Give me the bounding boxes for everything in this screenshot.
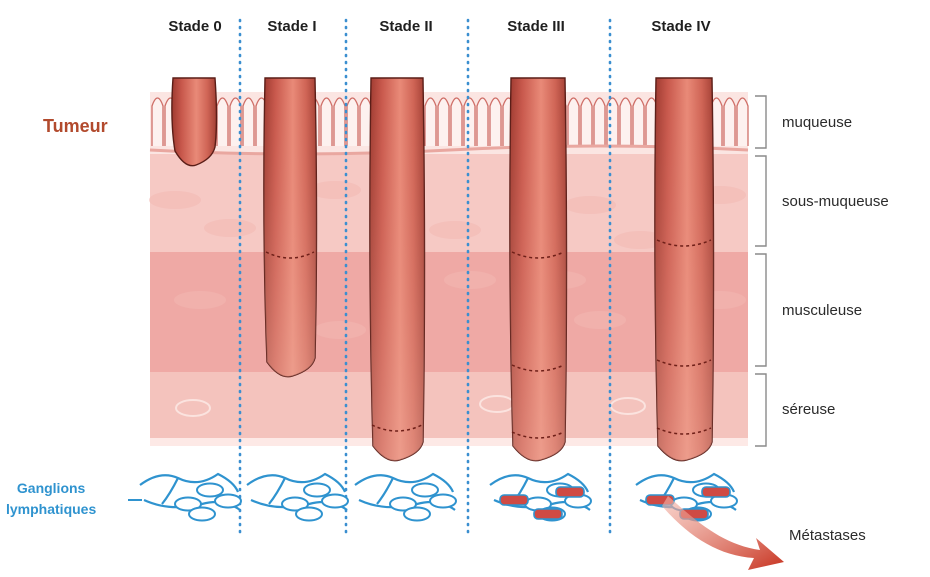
lymph-node: [304, 484, 330, 497]
tumor-stage-4: [655, 78, 714, 461]
villus: [477, 98, 488, 146]
lymph-group-2: [355, 474, 456, 521]
layer-brackets: [755, 96, 766, 446]
layer-bracket: [755, 254, 766, 366]
lymph-node: [197, 484, 223, 497]
layer-bracket: [755, 96, 766, 148]
lymph-group-1: [247, 474, 348, 521]
lymph-node: [404, 508, 430, 521]
villus: [581, 98, 592, 146]
layer-label-mucosa: muqueuse: [782, 114, 852, 131]
lymph-node: [215, 495, 241, 508]
affected-lymph-node: [534, 509, 562, 519]
lymph-nodes-label: Ganglions lymphatiques: [6, 478, 96, 520]
tissue-fiber: [429, 221, 481, 239]
layer-label-muscularis: musculeuse: [782, 302, 862, 319]
stage-label-3: Stade III: [507, 18, 565, 35]
stage-label-1: Stade I: [267, 18, 316, 35]
lymph-node: [322, 495, 348, 508]
villus: [464, 98, 475, 146]
villus: [620, 98, 631, 146]
tissue-fiber: [149, 191, 201, 209]
villus: [490, 98, 501, 146]
villus: [217, 98, 228, 146]
villus: [425, 98, 436, 146]
lymph-vessel: [377, 478, 393, 504]
villus: [334, 98, 345, 146]
lymph-node: [430, 495, 456, 508]
layer-label-serosa: séreuse: [782, 401, 835, 418]
villus: [243, 98, 254, 146]
villus: [451, 98, 462, 146]
tumor-stage-2: [370, 78, 425, 461]
metastases-label: Métastases: [789, 527, 866, 544]
stage-label-2: Stade II: [379, 18, 432, 35]
villus: [737, 98, 748, 146]
villus: [607, 98, 618, 146]
tumor-stage-0: [172, 78, 217, 166]
lymph-node: [296, 508, 322, 521]
affected-lymph-node: [556, 487, 584, 497]
lymph-vessel: [269, 478, 285, 504]
tissue-fiber: [174, 291, 226, 309]
layer-bracket: [755, 156, 766, 246]
lymph-node: [189, 508, 215, 521]
tumor-tip-highlight: [510, 78, 567, 461]
layer-bracket: [755, 374, 766, 446]
villus: [321, 98, 332, 146]
affected-lymph-node: [500, 495, 528, 505]
stage-label-4: Stade IV: [651, 18, 710, 35]
lymph-vessel: [162, 478, 178, 504]
villus: [438, 98, 449, 146]
lymph-node-groups: [128, 474, 737, 521]
tissue-fiber: [204, 219, 256, 237]
villus: [568, 98, 579, 146]
tumor-tip-highlight: [264, 78, 317, 377]
tissue-fiber: [564, 196, 616, 214]
tumor-stage-3: [510, 78, 567, 461]
layer-label-submucosa: sous-muqueuse: [782, 193, 889, 210]
tissue-fiber: [314, 321, 366, 339]
tumor-tip-highlight: [655, 78, 714, 461]
stage-label-0: Stade 0: [168, 18, 221, 35]
tumor-tip-highlight: [370, 78, 425, 461]
affected-lymph-node: [702, 487, 730, 497]
villus: [633, 98, 644, 146]
lymph-group-3: [490, 474, 591, 521]
lymph-node: [412, 484, 438, 497]
villus: [724, 98, 735, 146]
tumor-body: [172, 78, 217, 166]
tissue-fiber: [444, 271, 496, 289]
tissue-fiber: [574, 311, 626, 329]
tumor-stage-1: [264, 78, 317, 377]
villus: [594, 98, 605, 146]
lymph-group-0: [140, 474, 241, 521]
villus: [360, 98, 371, 146]
villus: [347, 98, 358, 146]
tumor-label: Tumeur: [43, 116, 108, 137]
villus: [152, 98, 163, 146]
